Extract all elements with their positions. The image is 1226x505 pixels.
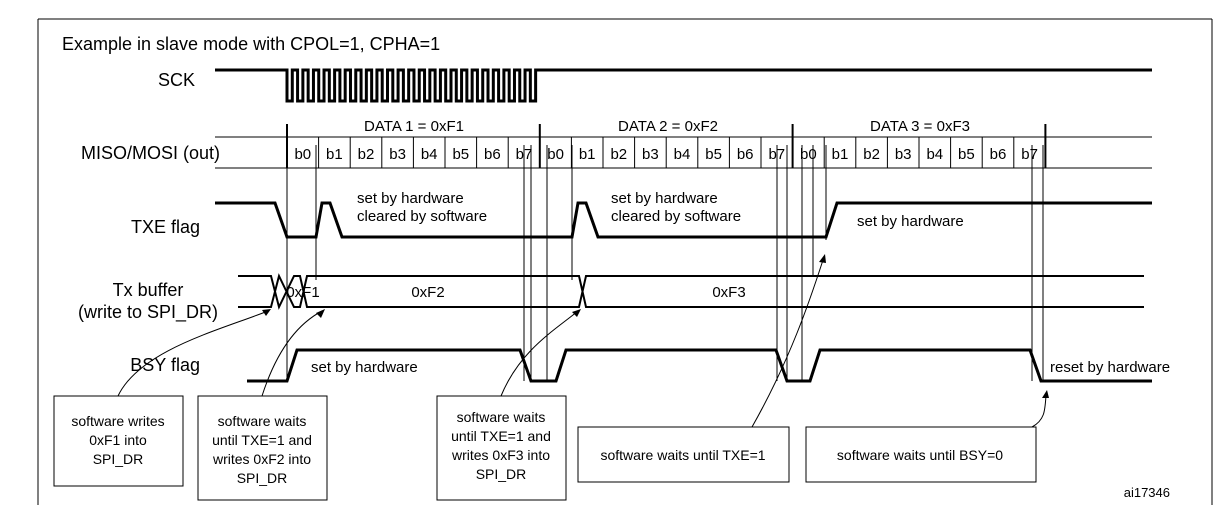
svg-text:until TXE=1 and: until TXE=1 and	[451, 428, 551, 444]
txe-waveform	[215, 201, 1152, 239]
label-tx-buffer-sub: (write to SPI_DR)	[78, 302, 218, 323]
bit-label: b5	[452, 146, 469, 163]
bsy-waveform	[247, 348, 1152, 383]
bit-label: b1	[832, 146, 849, 163]
svg-text:until TXE=1 and: until TXE=1 and	[212, 432, 312, 448]
data-frame-2: DATA 2 = 0xF2	[618, 118, 718, 135]
txe-note-set-1: set by hardware	[357, 190, 464, 207]
bit-label: b3	[895, 146, 912, 163]
txe-note-set-3: set by hardware	[857, 213, 964, 230]
tx-buffer-bus	[238, 273, 1144, 310]
svg-text:software waits: software waits	[457, 409, 546, 425]
bsy-note-set: set by hardware	[311, 359, 418, 376]
bit-label: b2	[358, 146, 375, 163]
bit-label: b1	[579, 146, 596, 163]
txe-note-cleared-1: cleared by software	[357, 208, 487, 225]
data-frame-1: DATA 1 = 0xF1	[364, 118, 464, 135]
bit-label: b2	[610, 146, 627, 163]
figure-id: ai17346	[1124, 485, 1170, 500]
note-box-write-f1: software writes 0xF1 into SPI_DR	[53, 395, 184, 487]
svg-text:software waits until BSY=0: software waits until BSY=0	[837, 447, 1003, 463]
bit-label: b5	[705, 146, 722, 163]
bit-label: b6	[737, 146, 754, 163]
note-box-write-f3: software waits until TXE=1 and writes 0x…	[436, 395, 567, 501]
txe-note-cleared-2: cleared by software	[611, 208, 741, 225]
sck-waveform	[215, 68, 1152, 103]
note-box-wait-txe: software waits until TXE=1	[577, 426, 790, 483]
svg-text:0xF1 into: 0xF1 into	[89, 432, 147, 448]
bit-label: b7	[1021, 146, 1038, 163]
svg-text:software waits until TXE=1: software waits until TXE=1	[600, 447, 765, 463]
arrowheads	[262, 254, 1049, 398]
bit-label: b3	[642, 146, 659, 163]
txe-note-set-2: set by hardware	[611, 190, 718, 207]
label-sck: SCK	[158, 70, 195, 90]
label-bsy-flag: BSY flag	[130, 355, 200, 375]
bit-label: b5	[958, 146, 975, 163]
label-miso-mosi: MISO/MOSI (out)	[81, 143, 220, 163]
bit-label: b2	[863, 146, 880, 163]
svg-text:writes 0xF3 into: writes 0xF3 into	[451, 447, 550, 463]
svg-text:SPI_DR: SPI_DR	[237, 470, 288, 486]
svg-text:software writes: software writes	[71, 413, 164, 429]
bit-label: b4	[674, 146, 691, 163]
bit-label: b0	[294, 146, 311, 163]
bit-label: b4	[421, 146, 438, 163]
bit-label: b6	[484, 146, 501, 163]
bit-label: b4	[926, 146, 943, 163]
bit-label: b1	[326, 146, 343, 163]
tx-buffer-value-2: 0xF2	[411, 284, 444, 301]
data-frame-3: DATA 3 = 0xF3	[870, 118, 970, 135]
svg-text:software waits: software waits	[218, 413, 307, 429]
bit-label: b3	[389, 146, 406, 163]
label-txe-flag: TXE flag	[131, 217, 200, 237]
bsy-note-reset: reset by hardware	[1050, 359, 1170, 376]
pointer-curves	[117, 259, 1047, 428]
bit-label: b0	[547, 146, 564, 163]
tx-buffer-value-1: 0xF1	[286, 284, 319, 301]
label-tx-buffer: Tx buffer	[113, 280, 184, 300]
bit-label: b0	[800, 146, 817, 163]
bit-label: b6	[990, 146, 1007, 163]
svg-text:writes 0xF2 into: writes 0xF2 into	[212, 451, 311, 467]
diagram-title: Example in slave mode with CPOL=1, CPHA=…	[62, 34, 440, 54]
note-box-write-f2: software waits until TXE=1 and writes 0x…	[197, 395, 328, 501]
timing-guides	[286, 145, 1044, 381]
note-box-wait-bsy: software waits until BSY=0	[805, 426, 1037, 483]
svg-text:SPI_DR: SPI_DR	[476, 466, 527, 482]
svg-text:SPI_DR: SPI_DR	[93, 451, 144, 467]
tx-buffer-value-3: 0xF3	[712, 284, 745, 301]
